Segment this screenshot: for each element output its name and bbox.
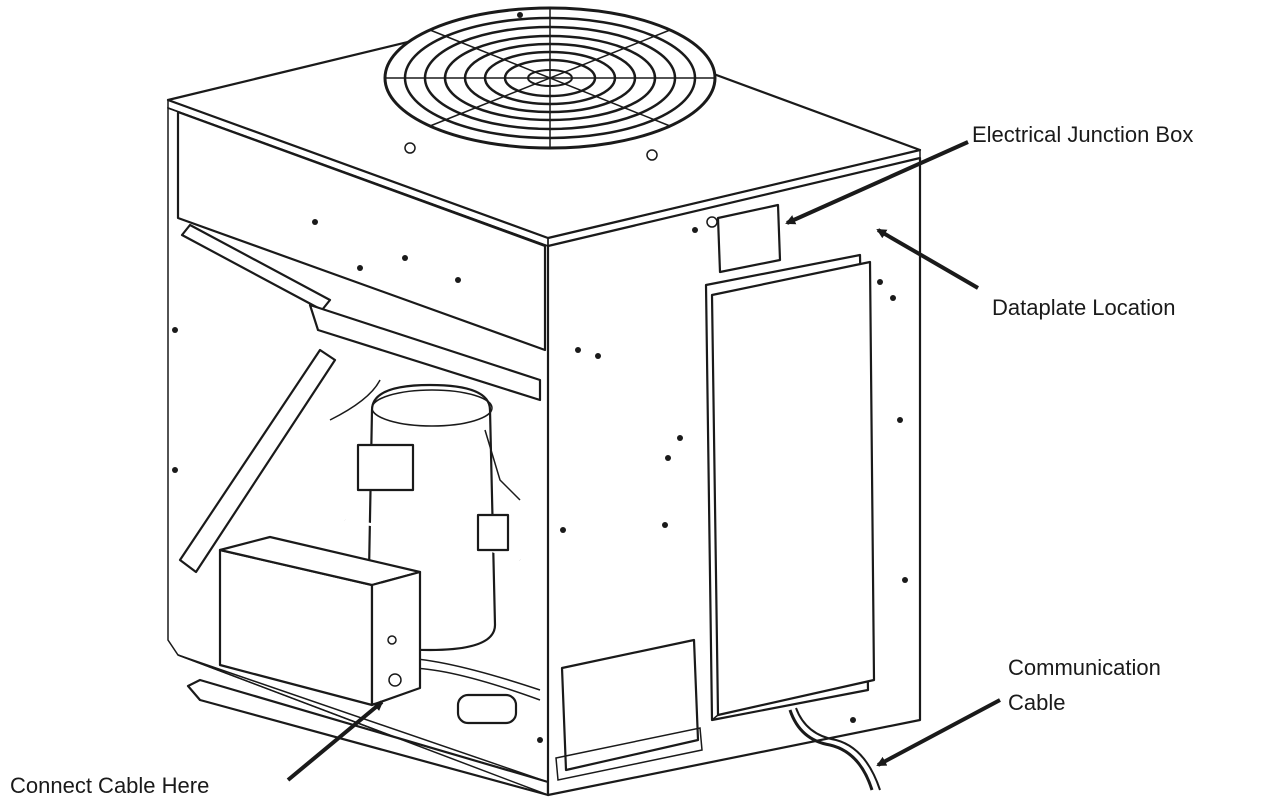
communication-cable [788,709,874,791]
rivets [172,12,908,743]
label-electrical-junction-box: Electrical Junction Box [972,122,1193,147]
arrow-icon [785,140,969,225]
arrow-icon [876,698,1001,767]
condenser-unit-drawing [166,6,922,797]
arrow-icon [286,700,384,782]
electrical-control-box [218,535,422,707]
label-communication: Communication [1008,655,1161,680]
label-connect-cable-here: Connect Cable Here [10,773,209,798]
diagonal-brace [178,348,337,574]
dataplate-cover [710,260,876,717]
label-dataplate-location: Dataplate Location [992,295,1175,320]
left-upper-panel [176,110,547,352]
junction-box-cover [716,203,782,274]
arrow-icon [876,228,980,290]
coil-housing [308,303,542,402]
label-cable: Cable [1008,690,1065,715]
fan-grille-icon [383,6,717,161]
access-plate [560,638,700,772]
